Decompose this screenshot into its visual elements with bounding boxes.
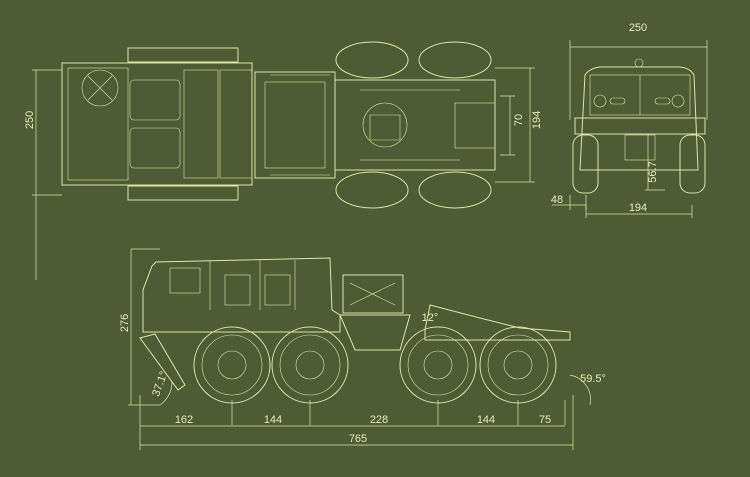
spacing-label-3: 228	[370, 414, 388, 426]
side-height-label: 276	[119, 314, 131, 332]
length-label: 765	[349, 433, 367, 445]
side-view	[128, 248, 591, 450]
top-track-inner-label: 70	[513, 114, 525, 126]
fifth-wheel-angle-label: 12°	[422, 312, 439, 324]
top-track-label: 194	[531, 111, 543, 129]
front-track-label: 194	[629, 202, 647, 214]
approach-angle-label: 37.1°	[150, 370, 170, 398]
front-view	[552, 40, 708, 218]
spacing-label-4: 144	[477, 414, 495, 426]
departure-angle-label: 59.5°	[580, 373, 606, 385]
spacing-label-5: 75	[539, 414, 551, 426]
front-width-label: 250	[629, 22, 647, 34]
top-view	[32, 41, 535, 280]
front-clearance-label: 56.7	[647, 161, 659, 182]
spacing-label-1: 162	[175, 414, 193, 426]
top-width-label: 250	[24, 111, 36, 129]
front-offset-label: 48	[551, 194, 563, 206]
spacing-label-2: 144	[264, 414, 282, 426]
